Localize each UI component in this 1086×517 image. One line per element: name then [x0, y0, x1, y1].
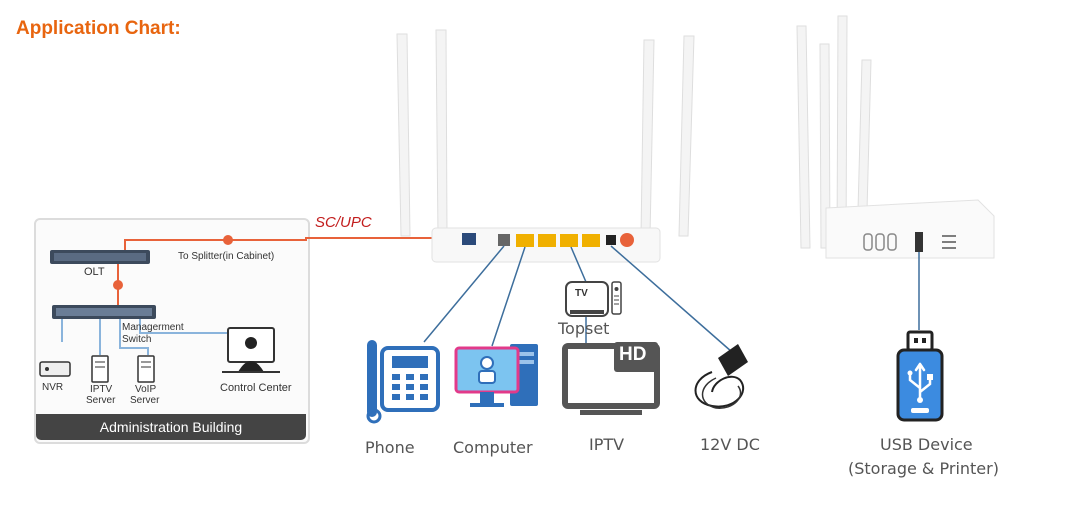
router-usb-body [825, 199, 995, 259]
voip-server-label-line1: VoIP [135, 384, 157, 395]
sc-upc-label: SC/UPC [315, 214, 372, 231]
usb-device [896, 330, 944, 422]
iptv-server-device [91, 355, 109, 383]
lan-port-1 [516, 234, 534, 247]
router-usb-antennas [796, 15, 872, 249]
fiber-line [124, 237, 462, 255]
switch-device [52, 305, 156, 319]
olt-device [50, 250, 150, 264]
fiber-port [462, 233, 476, 245]
tv-badge: TV [575, 288, 588, 299]
switch-links [61, 319, 251, 355]
router-main-body [431, 227, 661, 263]
dc-port [606, 235, 616, 245]
voip-server-label-line2: Server [130, 395, 160, 406]
topset-label: Topset [558, 319, 610, 338]
usb-label-line2: (Storage & Printer) [848, 459, 999, 478]
usb-label-line1: USB Device [880, 435, 973, 454]
iptv-server-label-line2: Server [86, 395, 116, 406]
splitter-dot [223, 235, 233, 245]
nvr-label: NVR [42, 382, 64, 393]
olt-switch-dot [113, 280, 123, 290]
dc-label: 12V DC [700, 435, 760, 454]
hd-badge: HD [619, 344, 647, 365]
voip-server-device [137, 355, 155, 383]
switch-label-line1: Managerment [122, 322, 184, 333]
lan-port-4 [582, 234, 600, 247]
topset-device [565, 281, 622, 317]
olt-label: OLT [84, 266, 105, 278]
page-title: Application Chart: [16, 18, 181, 39]
splitter-label: To Splitter(in Cabinet) [178, 251, 275, 262]
iptv-server-label-line1: IPTV [90, 384, 113, 395]
lan-port-3 [560, 234, 578, 247]
power-button [620, 233, 634, 247]
nvr-device [39, 361, 71, 377]
device-links [423, 245, 920, 353]
usb-port [915, 232, 923, 252]
lan-port-2 [538, 234, 556, 247]
computer-device [454, 344, 538, 407]
phone-label: Phone [365, 438, 415, 457]
control-center-label: Control Center [220, 382, 292, 394]
dc-adapter-device [694, 344, 748, 409]
tv-device [562, 342, 660, 415]
router-main-antennas [396, 29, 695, 237]
phone-port [498, 234, 510, 246]
iptv-label: IPTV [589, 435, 625, 454]
control-center-device [222, 327, 280, 373]
phone-device [366, 340, 440, 424]
switch-label-line2: Switch [122, 334, 152, 345]
computer-label: Computer [453, 438, 533, 457]
administration-building-label: Administration Building [36, 414, 306, 440]
